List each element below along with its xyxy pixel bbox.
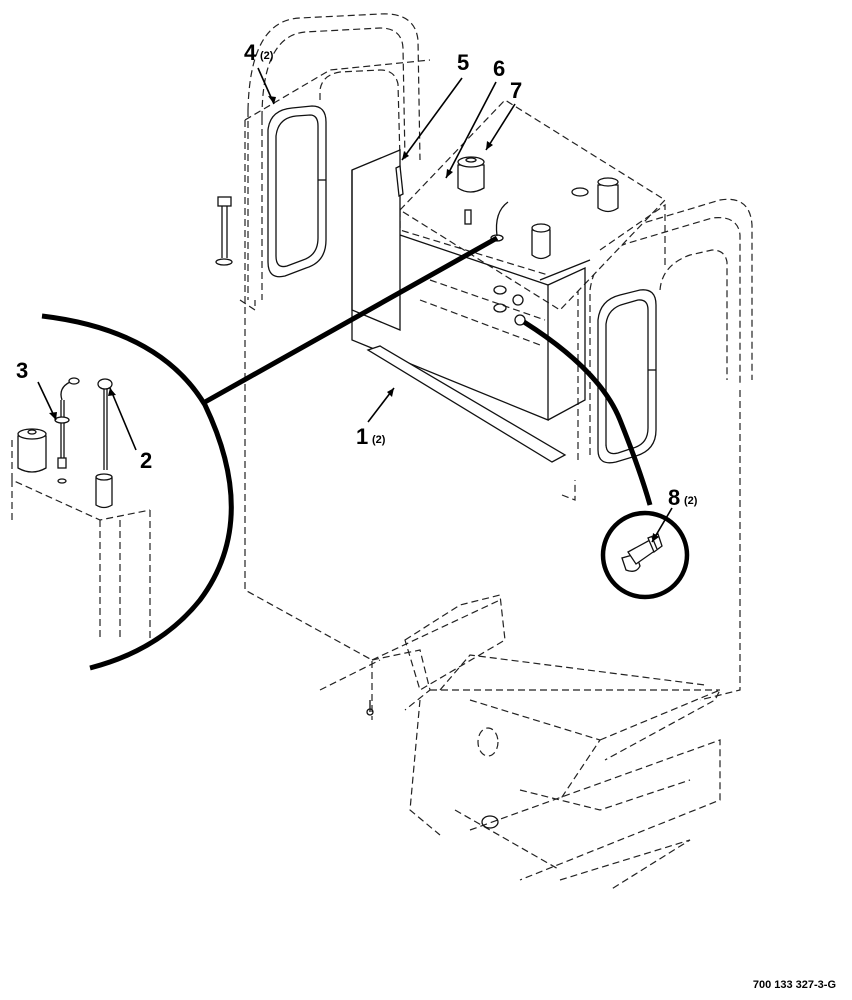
detail-view-sight-gauge (522, 319, 690, 600)
callout-5: 5 (457, 50, 469, 75)
door-glass-left (267, 105, 327, 278)
callout-number: 2 (140, 448, 152, 473)
cab-body-outline (244, 59, 741, 720)
callout-leaders (37, 67, 673, 543)
callout-number: 7 (510, 78, 522, 103)
callout-4: 4 (2) (244, 40, 274, 65)
callout-number: 5 (457, 50, 469, 75)
figure-number: 700 133 327-3-G (753, 979, 836, 991)
callout-quantity: (2) (260, 50, 274, 62)
callout-quantity: (2) (684, 495, 698, 507)
callout-number: 8 (668, 485, 680, 510)
callout-number: 4 (244, 40, 257, 65)
callout-quantity: (2) (372, 434, 386, 446)
callout-3: 3 (16, 358, 28, 383)
door-glass-right (597, 289, 657, 464)
callout-number: 6 (493, 56, 505, 81)
chassis-frame (366, 594, 722, 891)
callout-number: 1 (356, 424, 368, 449)
callout-8: 8 (2) (668, 485, 698, 510)
callout-number: 3 (16, 358, 28, 383)
callout-1: 1 (2) (356, 424, 386, 449)
detail-view-dipstick (11, 235, 499, 671)
left-door-frame (239, 13, 421, 312)
mounting-bolt-left (215, 196, 233, 266)
callout-2: 2 (140, 448, 152, 473)
callout-7: 7 (510, 78, 522, 103)
hydraulic-tank (351, 99, 666, 463)
callout-6: 6 (493, 56, 505, 81)
